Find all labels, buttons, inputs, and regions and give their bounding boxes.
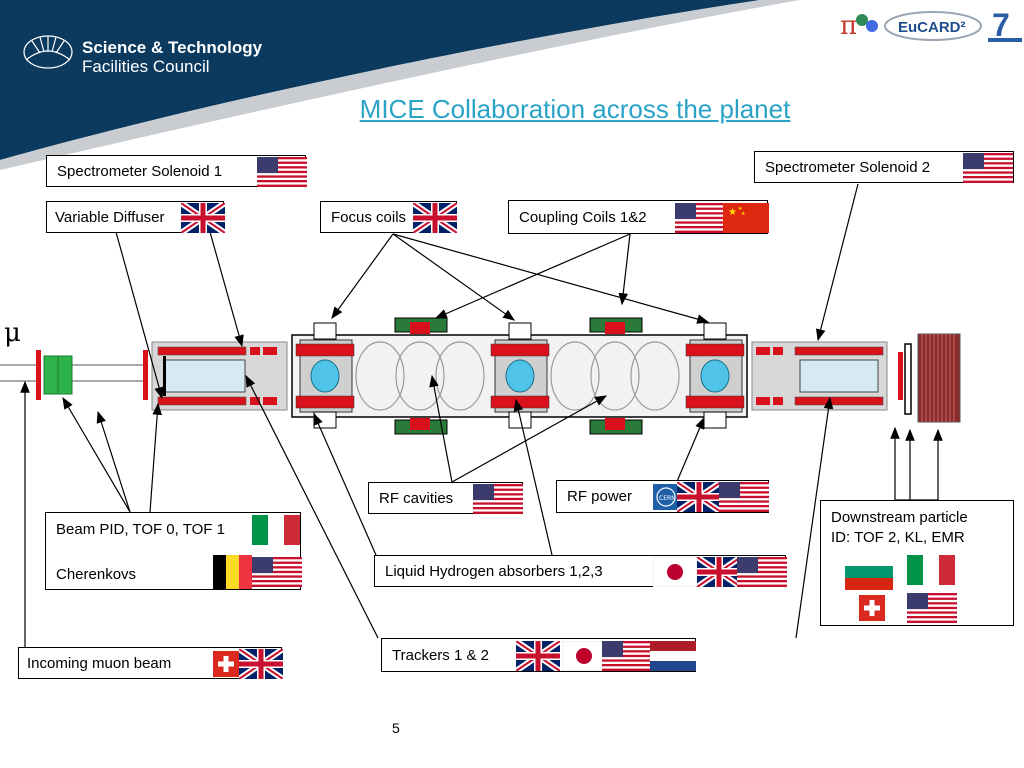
coupling-coil-2 <box>589 317 643 435</box>
org-name-line2: Facilities Council <box>82 57 210 76</box>
label-variable-diffuser: Variable Diffuser <box>46 201 224 233</box>
us-flag-icon <box>719 482 769 512</box>
uk-flag-icon <box>181 203 225 233</box>
italy-flag-icon <box>907 555 955 585</box>
us-flag-icon <box>257 157 307 187</box>
cherenkov-detectors <box>43 355 73 395</box>
tof2-red-bar <box>898 352 903 400</box>
us-flag-icon <box>907 593 957 623</box>
uk-flag-icon <box>413 203 457 233</box>
page-number: 5 <box>392 720 400 736</box>
tof1-red-bar <box>143 350 148 400</box>
header-banner <box>0 0 800 170</box>
rf-cavity-outlines <box>355 341 680 411</box>
emr-detector <box>917 333 961 423</box>
pi-logo-icon: π <box>840 11 878 41</box>
switzerland-flag-icon <box>213 651 239 677</box>
label-beam-pid: Beam PID, TOF 0, TOF 1 Cherenkovs <box>45 512 302 590</box>
belgium-flag-icon <box>213 555 252 589</box>
italy-flag-icon <box>252 515 300 545</box>
kl-detector <box>904 343 912 415</box>
netherlands-flag-icon <box>650 641 696 671</box>
uk-flag-icon <box>697 557 741 587</box>
coupling-coil-1 <box>394 317 448 435</box>
label-text: RF cavities <box>379 490 454 507</box>
stfc-logo-icon <box>23 35 73 69</box>
uk-flag-icon <box>239 649 283 679</box>
label-text-line2: ID: TOF 2, KL, EMR <box>831 529 965 546</box>
label-text: Spectrometer Solenoid 2 <box>765 159 931 176</box>
us-flag-icon <box>602 641 652 671</box>
spectrometer-solenoid-1 <box>151 341 288 411</box>
label-focus-coils: Focus coils <box>320 201 457 233</box>
us-flag-icon <box>737 557 787 587</box>
org-name: Science & Technology Facilities Council <box>82 38 262 76</box>
label-coupling-coils: Coupling Coils 1&2 <box>508 200 769 234</box>
label-lh2-absorbers: Liquid Hydrogen absorbers 1,2,3 <box>374 555 787 587</box>
label-incoming-muon-beam: Incoming muon beam <box>18 647 282 679</box>
afc-module-1 <box>295 322 355 429</box>
cern-logo-icon <box>653 484 679 510</box>
label-text: RF power <box>567 488 633 505</box>
label-text: Coupling Coils 1&2 <box>519 209 647 226</box>
label-rf-cavities: RF cavities <box>368 482 523 514</box>
label-text: Focus coils <box>331 209 407 226</box>
label-downstream-pid: Downstream particle ID: TOF 2, KL, EMR <box>820 500 1014 626</box>
label-text: Spectrometer Solenoid 1 <box>57 163 223 180</box>
eucard-logo-text: EuCARD² <box>898 19 966 36</box>
label-text: Trackers 1 & 2 <box>392 647 489 664</box>
svg-text:7: 7 <box>992 7 1010 43</box>
label-text-line1: Downstream particle <box>831 509 968 526</box>
label-spectrometer-solenoid-2: Spectrometer Solenoid 2 <box>754 151 1014 183</box>
spectrometer-solenoid-2 <box>751 341 888 411</box>
japan-flag-icon <box>562 641 606 671</box>
label-text: Incoming muon beam <box>27 655 172 672</box>
bulgaria-flag-icon <box>845 555 893 590</box>
us-flag-icon <box>675 203 725 233</box>
us-flag-icon <box>473 484 523 514</box>
eucard-logo-icon: EuCARD² <box>884 11 982 41</box>
label-spectrometer-solenoid-1: Spectrometer Solenoid 1 <box>46 155 307 187</box>
us-flag-icon <box>252 557 302 587</box>
label-text-line2: Cherenkovs <box>56 566 137 583</box>
japan-flag-icon <box>653 557 697 587</box>
china-flag-icon <box>723 203 769 233</box>
svg-text:π: π <box>840 11 857 41</box>
tof0-red-bar <box>36 350 41 400</box>
label-text: Liquid Hydrogen absorbers 1,2,3 <box>385 563 603 580</box>
label-text-line1: Beam PID, TOF 0, TOF 1 <box>56 521 225 538</box>
page-title: MICE Collaboration across the planet <box>359 94 791 124</box>
label-text: Variable Diffuser <box>55 209 165 226</box>
org-name-line1: Science & Technology <box>82 38 263 57</box>
label-trackers: Trackers 1 & 2 <box>381 638 696 672</box>
fp7-logo-icon: 7 <box>988 7 1022 43</box>
switzerland-flag-icon <box>859 595 885 621</box>
uk-flag-icon <box>516 641 560 671</box>
uk-flag-icon <box>677 482 721 512</box>
label-rf-power: RF power <box>556 480 769 513</box>
partner-logos: π EuCARD² 7 <box>840 7 1022 43</box>
muon-symbol: μ <box>4 318 21 348</box>
us-flag-icon <box>963 153 1013 183</box>
